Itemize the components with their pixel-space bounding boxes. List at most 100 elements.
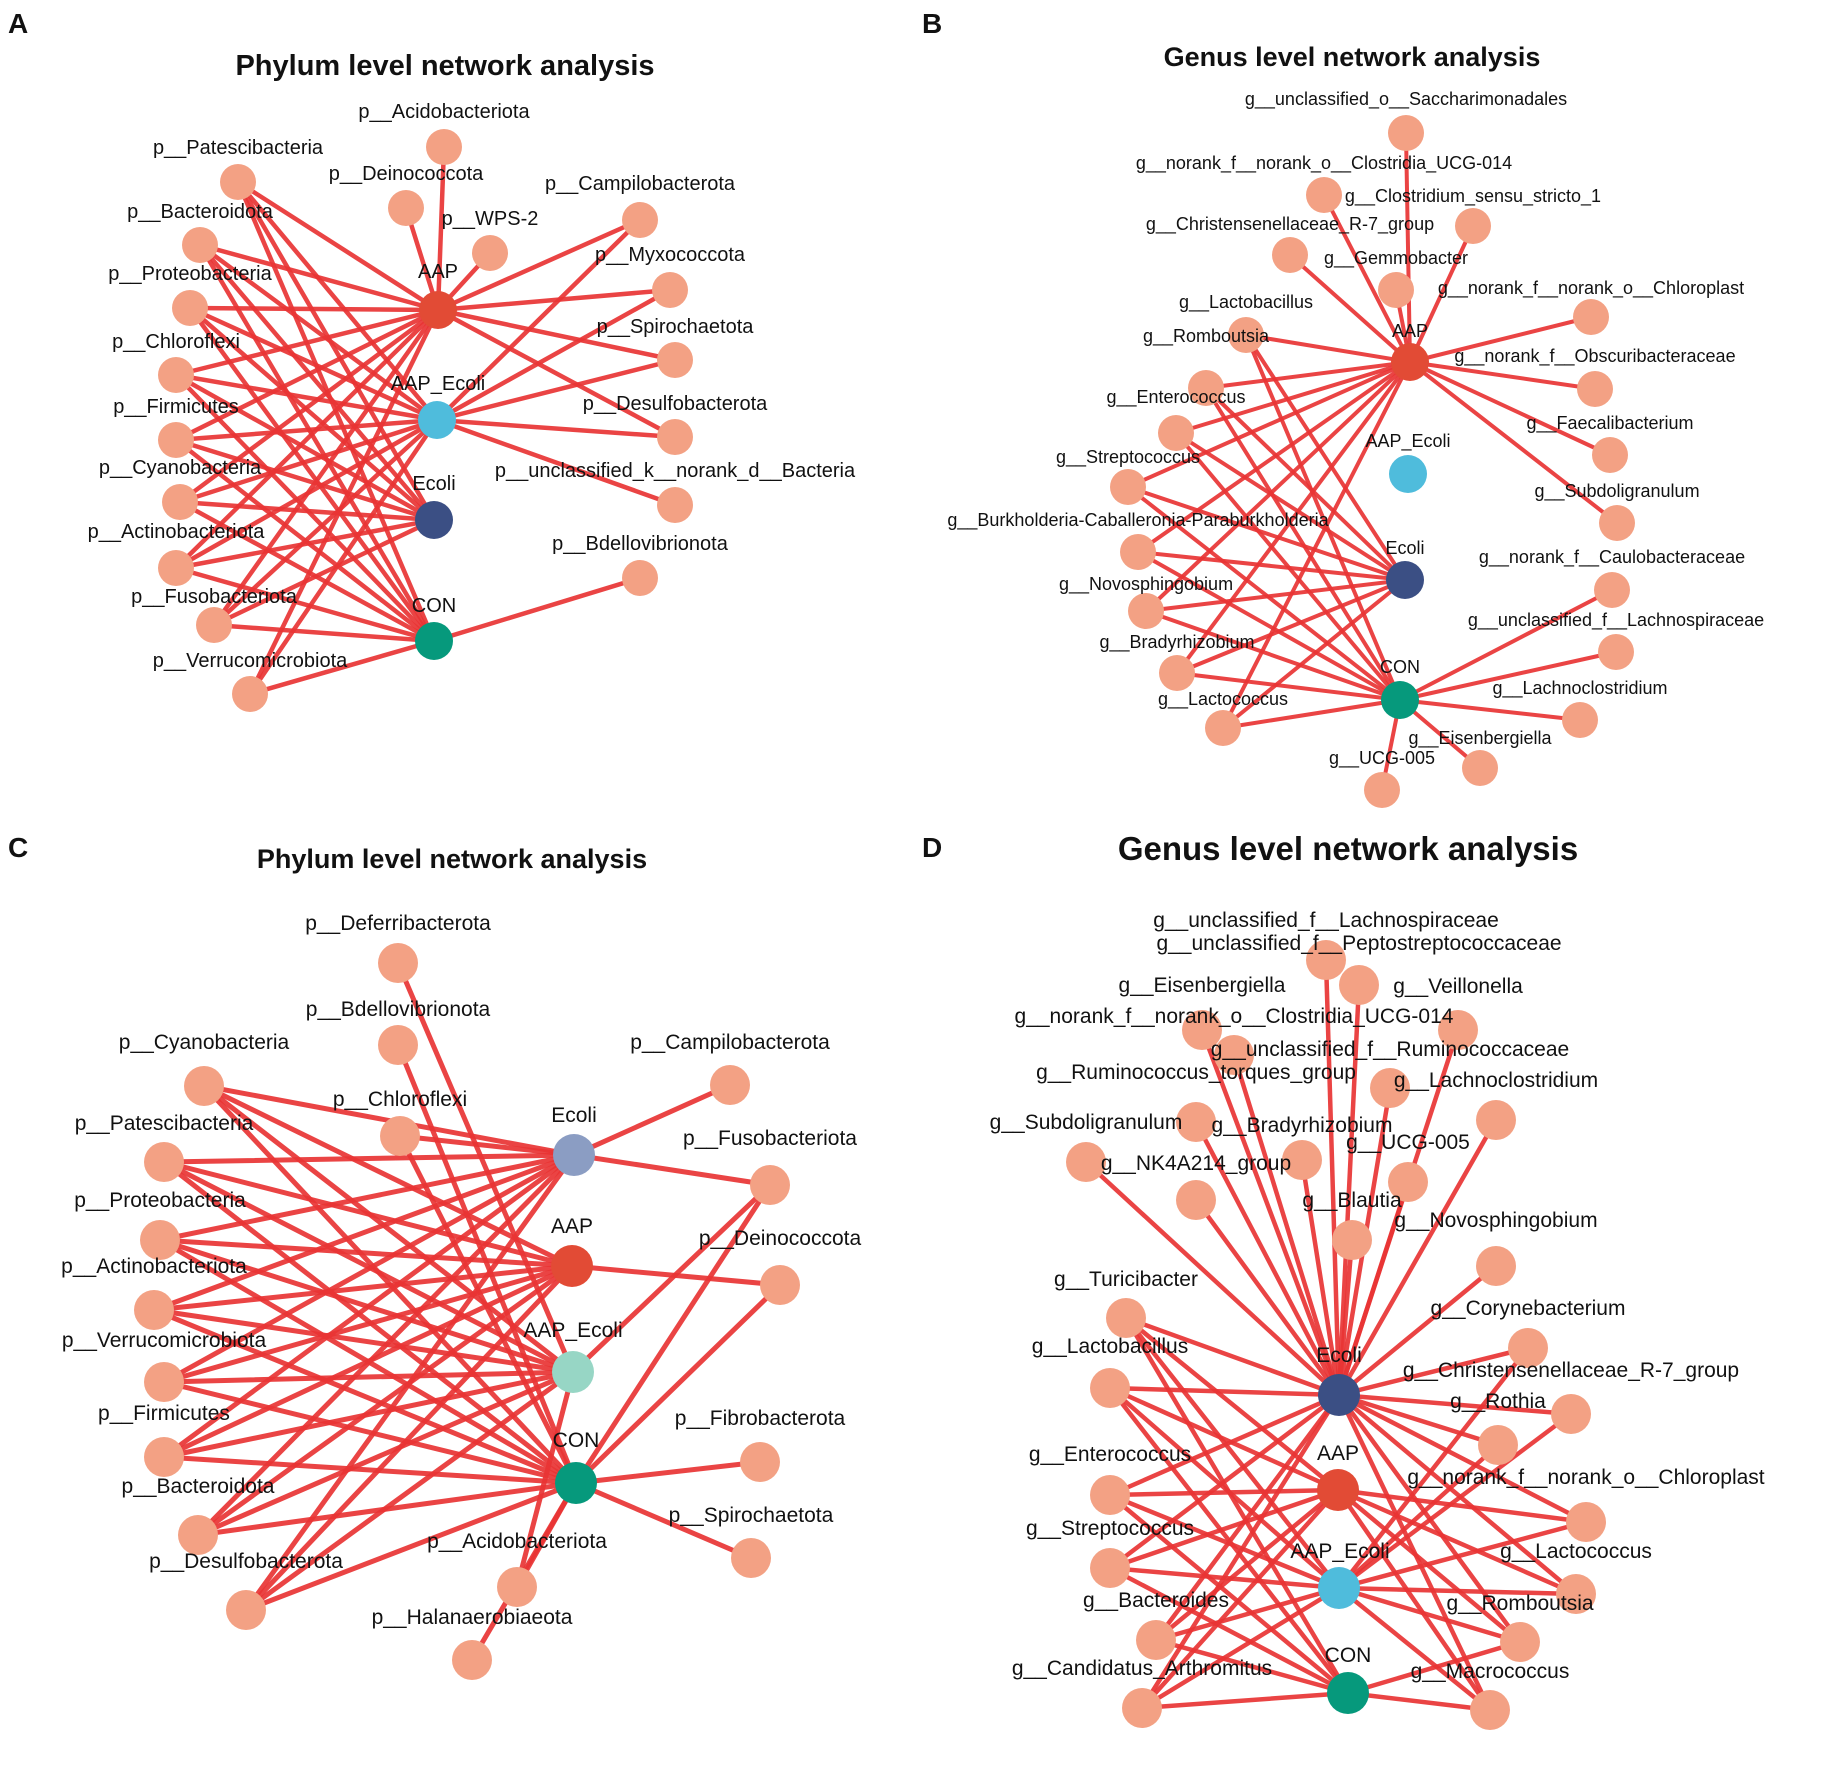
network-edge [1193, 1119, 1342, 1398]
network-edge [1336, 1392, 1574, 1417]
group-node-aap-ecoli [552, 1351, 594, 1393]
network-edge [1336, 1442, 1501, 1591]
taxon-node [1176, 1180, 1216, 1220]
network-edge [235, 179, 437, 523]
taxon-label: g__Enterococcus [1106, 387, 1245, 408]
taxon-node [1090, 1368, 1130, 1408]
network-edge [151, 1307, 576, 1375]
taxon-node [1438, 1010, 1478, 1050]
taxon-node [144, 1142, 184, 1182]
network-edge [201, 1083, 575, 1269]
taxon-node [182, 227, 218, 263]
group-label: CON [553, 1429, 600, 1452]
group-label: AAP [1317, 1442, 1359, 1465]
network-edge [177, 307, 441, 505]
network-edge [211, 417, 440, 628]
taxon-node [1090, 1548, 1130, 1588]
taxon-node [1306, 177, 1342, 213]
group-node-aap-ecoli [1318, 1567, 1360, 1609]
network-edge [1336, 1117, 1499, 1398]
network-edge [1204, 360, 1412, 390]
network-edge [573, 1182, 773, 1486]
taxon-label: p__Firmicutes [98, 1402, 230, 1425]
taxon-label: p__Deinococcota [329, 163, 484, 185]
network-edge [197, 242, 437, 644]
network-edge [1123, 1315, 1351, 1696]
taxon-label: p__Desulfobacterota [583, 393, 768, 415]
network-edge [1126, 485, 1402, 702]
taxon-node [1566, 1502, 1606, 1542]
taxon-label: p__Campilobacterota [630, 1031, 830, 1054]
network-edge [431, 575, 643, 644]
network-edge [1336, 1411, 1574, 1591]
taxon-label: g__Subdoligranulum [990, 1111, 1183, 1134]
taxon-node [134, 1290, 174, 1330]
network-edge [397, 1133, 579, 1486]
group-node-ecoli [1318, 1374, 1360, 1416]
taxon-label: g__Rothia [1450, 1390, 1546, 1413]
taxon-node [657, 487, 693, 523]
network-edge [435, 307, 678, 363]
edges [173, 144, 678, 697]
edges [1126, 131, 1619, 792]
network-edge [173, 417, 440, 443]
network-edge [173, 565, 437, 644]
taxon-label: g__Enterococcus [1029, 1443, 1191, 1466]
taxon-node [1106, 1298, 1146, 1338]
network-graph: p__Acidobacteriotap__Patescibacteriap__D… [88, 101, 856, 712]
network-edge [1107, 1385, 1342, 1591]
network-edge [197, 242, 441, 313]
taxon-node [1476, 1100, 1516, 1140]
network-edge [1288, 253, 1412, 364]
group-label: AAP [1392, 321, 1428, 341]
network-edge [201, 1083, 576, 1375]
taxon-label: p__Firmicutes [113, 396, 239, 418]
network-edge [247, 638, 437, 697]
group-node-aap-ecoli [418, 401, 456, 439]
taxon-node [1214, 1035, 1254, 1075]
network-edge [571, 1152, 773, 1188]
network-edge [1336, 1392, 1523, 1645]
group-node-aap [1317, 1469, 1359, 1511]
taxon-node [452, 1640, 492, 1680]
network-edge [1335, 1487, 1589, 1525]
network-graph: p__Deferribacterotap__Bdellovibrionotap_… [61, 912, 861, 1680]
taxon-label: g__unclassified_f__Lachnospiraceae [1153, 909, 1499, 932]
network-edge [1107, 1385, 1342, 1398]
network-edge [161, 1369, 576, 1385]
network-edge [1199, 1027, 1342, 1398]
taxon-label: p__Acidobacteriota [427, 1530, 607, 1553]
panel-d: D Genus level network analysis g__unclas… [900, 830, 1831, 1765]
taxon-label: p__Cyanobacteria [99, 457, 262, 479]
taxon-node [1598, 634, 1634, 670]
taxon-node [1228, 317, 1264, 353]
group-node-aap [419, 291, 457, 329]
network-edge [187, 305, 440, 423]
taxon-label: g__Romboutsia [1446, 1592, 1593, 1615]
network-edge [1126, 360, 1412, 489]
network-edge [1244, 333, 1407, 582]
taxon-node [1090, 1475, 1130, 1515]
network-edge [1139, 1487, 1341, 1711]
taxon-label: p__Patescibacteria [75, 1112, 254, 1135]
network-edge [1123, 1315, 1341, 1493]
taxon-label: g__Ruminococcus_torques_group [1036, 1061, 1356, 1084]
network-edge [1336, 1237, 1355, 1398]
taxon-label: g__Lactobacillus [1032, 1335, 1188, 1358]
taxon-label: g__Subdoligranulum [1534, 481, 1699, 502]
network-edge [177, 417, 440, 505]
taxon-label: g__Streptococcus [1056, 447, 1200, 468]
taxon-label: g__Lactobacillus [1179, 292, 1313, 313]
taxon-label: p__Chloroflexi [333, 1088, 467, 1111]
taxon-node [1339, 965, 1379, 1005]
taxon-node [1551, 1394, 1591, 1434]
taxon-label: p__Chloroflexi [112, 331, 240, 353]
taxon-node [1364, 772, 1400, 808]
panel-letter: D [922, 832, 943, 863]
taxon-node [1205, 710, 1241, 746]
network-edge [157, 1152, 577, 1243]
network-edge [243, 1480, 579, 1613]
network-edge [1123, 1315, 1342, 1591]
taxon-label: g__norank_f__norank_o__Clostridia_UCG-01… [1136, 153, 1512, 174]
network-edge [1336, 982, 1362, 1398]
